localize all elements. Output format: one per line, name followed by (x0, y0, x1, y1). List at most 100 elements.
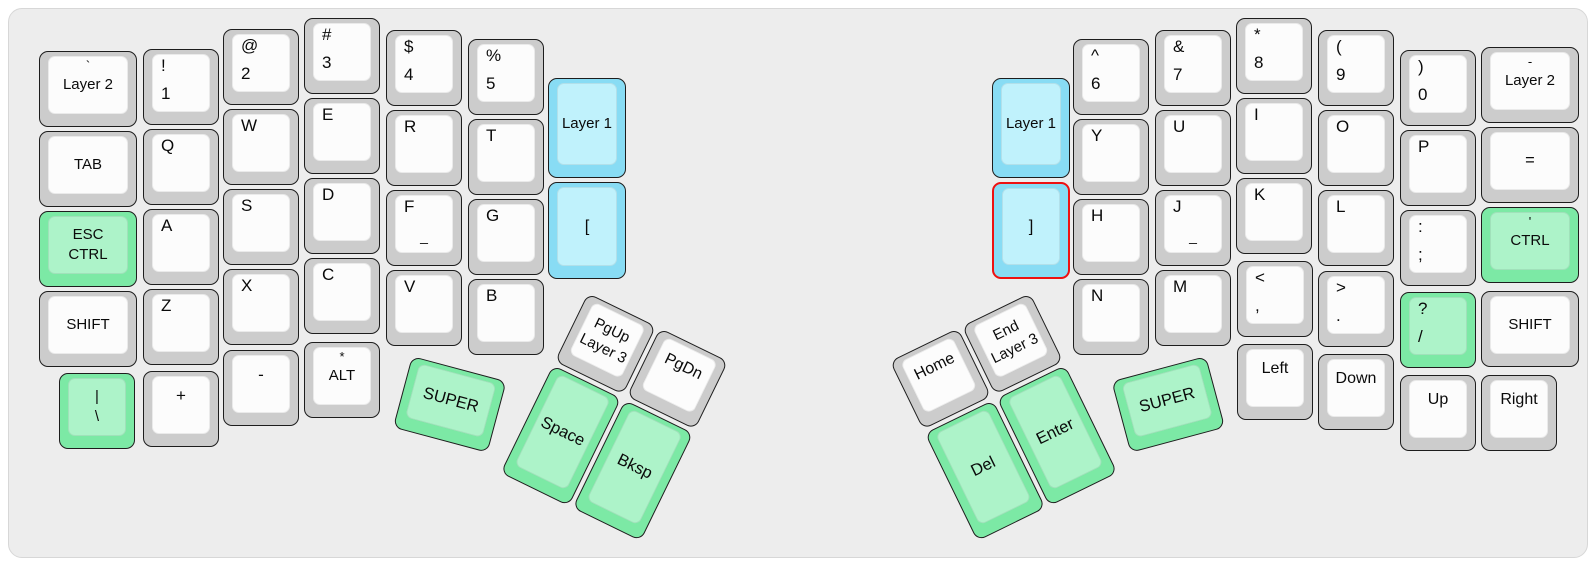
keycap-top: [ (557, 187, 617, 266)
key-super-right[interactable]: SUPER (1111, 356, 1226, 453)
key-label: K (1254, 185, 1266, 204)
keycap-top: Left (1246, 349, 1304, 407)
key-u[interactable]: U (1155, 110, 1231, 186)
key-layer1-right[interactable]: Layer 1 (992, 78, 1070, 178)
key-gt-period[interactable]: >. (1318, 271, 1394, 347)
key-percent-5[interactable]: %5 (468, 39, 544, 115)
key-b[interactable]: B (468, 279, 544, 355)
key-excl-1[interactable]: !1 (143, 49, 219, 125)
key-super-left[interactable]: SUPER (392, 356, 507, 453)
key-arrow-up[interactable]: Up (1400, 375, 1476, 451)
key-label: > (1336, 278, 1346, 297)
key-v[interactable]: V (386, 270, 462, 346)
keycap-top: A (152, 214, 210, 272)
key-a[interactable]: A (143, 209, 219, 285)
key-k[interactable]: K (1236, 178, 1312, 254)
key-y[interactable]: Y (1073, 119, 1149, 195)
key-label: A (161, 216, 173, 235)
keycap-top: C (313, 263, 371, 321)
keycap-top: Z (152, 294, 210, 352)
key-plus[interactable]: + (143, 371, 219, 447)
key-label: - (1527, 54, 1533, 69)
key-pipe-backslash[interactable]: | \ (59, 373, 135, 449)
key-n[interactable]: N (1073, 279, 1149, 355)
key-arrow-down[interactable]: Down (1318, 354, 1394, 430)
key-d[interactable]: D (304, 178, 380, 254)
key-s[interactable]: S (223, 189, 299, 265)
key-label: S (241, 196, 253, 215)
key-amp-7[interactable]: &7 (1155, 30, 1231, 106)
key-tab[interactable]: TAB (39, 131, 137, 207)
key-colon-semi[interactable]: :; (1400, 210, 1476, 286)
key-label: P (1418, 137, 1430, 156)
key-label: _ (420, 228, 428, 244)
key-label: Space (537, 413, 588, 450)
key-equals[interactable]: = (1481, 127, 1579, 203)
keycap-top: &7 (1164, 35, 1222, 93)
key-q[interactable]: Q (143, 129, 219, 205)
key-dollar-4[interactable]: $4 (386, 30, 462, 106)
keycap-top: Y (1082, 124, 1140, 182)
key-lt-comma[interactable]: <, (1237, 261, 1313, 337)
key-shift-left[interactable]: SHIFT (39, 291, 137, 367)
key-label: M (1173, 277, 1188, 296)
key-c[interactable]: C (304, 258, 380, 334)
key-i[interactable]: I (1236, 98, 1312, 174)
key-shift-right[interactable]: SHIFT (1481, 291, 1579, 367)
key-label: < (1255, 268, 1265, 287)
key-label: ; (1418, 245, 1423, 265)
key-ast-alt[interactable]: *ALT (304, 342, 380, 418)
key-lbracket[interactable]: [ (548, 182, 626, 279)
key-label: G (486, 206, 500, 225)
key-minus[interactable]: - (223, 350, 299, 426)
key-rbracket[interactable]: ] (992, 182, 1070, 279)
keycap-top: >. (1327, 276, 1385, 334)
key-arrow-right[interactable]: Right (1481, 375, 1557, 451)
key-hash-3[interactable]: #3 (304, 18, 380, 94)
key-label: ^ (1091, 46, 1099, 65)
key-r[interactable]: R (386, 110, 462, 186)
key-label: ] (1028, 217, 1034, 235)
key-question-slash[interactable]: ?/ (1400, 292, 1476, 368)
key-at-2[interactable]: @2 (223, 29, 299, 105)
key-e[interactable]: E (304, 98, 380, 174)
key-rparen-0[interactable]: )0 (1400, 50, 1476, 126)
key-l[interactable]: L (1318, 190, 1394, 266)
key-p[interactable]: P (1400, 130, 1476, 206)
key-caret-6[interactable]: ^6 (1073, 39, 1149, 115)
key-label: 5 (486, 74, 496, 94)
key-label: @ (241, 36, 259, 55)
key-label: Y (1091, 126, 1103, 145)
keycap-top: V (395, 275, 453, 333)
key-t[interactable]: T (468, 119, 544, 195)
key-grave-layer2[interactable]: `Layer 2 (39, 51, 137, 127)
key-ast-8[interactable]: *8 (1236, 18, 1312, 94)
key-label: D (322, 185, 335, 204)
key-j[interactable]: J_ (1155, 190, 1231, 266)
keycap-top: T (477, 124, 535, 182)
key-esc-ctrl[interactable]: ESC CTRL (39, 211, 137, 287)
key-label: * (1254, 25, 1261, 44)
keycap-top: X (232, 274, 290, 332)
key-f[interactable]: F_ (386, 190, 462, 266)
key-m[interactable]: M (1155, 270, 1231, 346)
key-label: I (1254, 105, 1259, 124)
key-layer1-left[interactable]: Layer 1 (548, 78, 626, 178)
keycap-top: + (152, 376, 210, 434)
key-z[interactable]: Z (143, 289, 219, 365)
key-w[interactable]: W (223, 109, 299, 185)
key-x[interactable]: X (223, 269, 299, 345)
key-quote-ctrl[interactable]: 'CTRL (1481, 207, 1579, 283)
key-arrow-left[interactable]: Left (1237, 344, 1313, 420)
key-label: T (486, 126, 497, 145)
keycap-top: SUPER (1121, 363, 1214, 438)
key-minus-layer2[interactable]: -Layer 2 (1481, 47, 1579, 123)
key-label: , (1255, 296, 1260, 316)
key-h[interactable]: H (1073, 199, 1149, 275)
key-label: - (258, 365, 264, 384)
key-o[interactable]: O (1318, 110, 1394, 186)
key-g[interactable]: G (468, 199, 544, 275)
key-label: $ (404, 37, 414, 56)
key-lparen-9[interactable]: (9 (1318, 30, 1394, 106)
